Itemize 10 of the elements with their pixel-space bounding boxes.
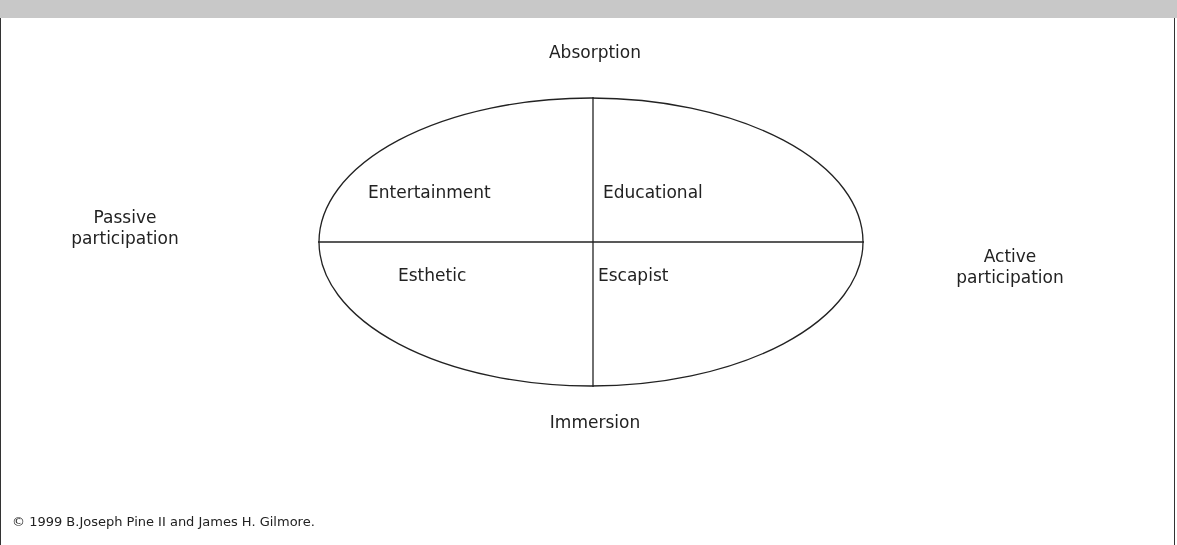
quadrant-label: Entertainment	[368, 182, 491, 203]
quadrant-label: Escapist	[598, 265, 669, 286]
axis-label: Absorption	[548, 42, 642, 63]
axis-label: Immersion	[548, 412, 642, 433]
axis-label: Active participation	[955, 246, 1065, 288]
quadrant-label: Esthetic	[398, 265, 467, 286]
copyright-note: © 1999 B.Joseph Pine II and James H. Gilmore.	[12, 513, 315, 531]
quadrant-ellipse	[318, 97, 864, 387]
axis-label: Passive participation	[70, 207, 180, 249]
quadrant-label: Educational	[603, 182, 703, 203]
